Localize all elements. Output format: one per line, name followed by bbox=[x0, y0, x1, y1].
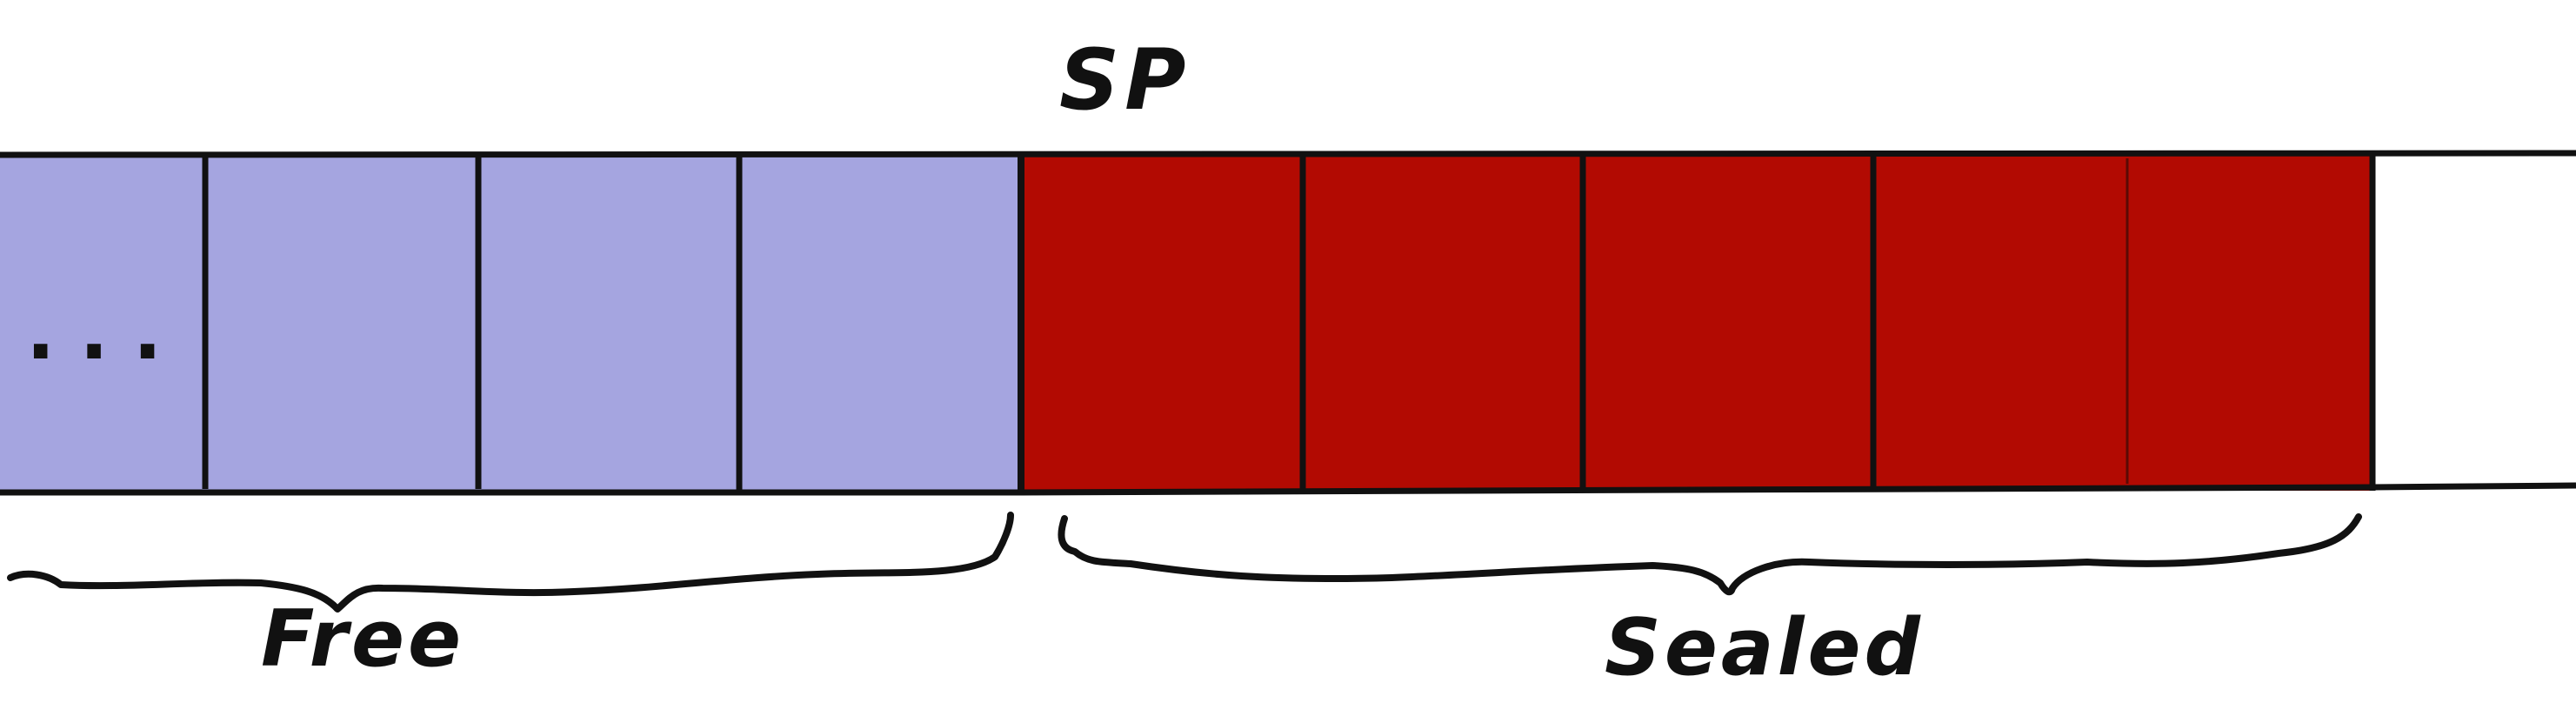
sealed-cell bbox=[1583, 155, 1873, 491]
sealed-region-label: Sealed bbox=[1605, 602, 1924, 693]
free-cell-partial bbox=[0, 155, 205, 491]
sealed-cell bbox=[2127, 155, 2372, 491]
free-cell bbox=[478, 155, 739, 491]
stack-pointer-label: SP bbox=[1059, 31, 1191, 129]
sealed-brace bbox=[1058, 513, 2362, 596]
ellipsis-indicator: ... bbox=[26, 287, 187, 377]
free-region-label: Free bbox=[261, 593, 465, 685]
sealed-cell bbox=[1873, 155, 2127, 491]
sealed-cell bbox=[1303, 155, 1583, 491]
free-cell bbox=[205, 155, 478, 491]
sealed-cell bbox=[1021, 155, 1303, 491]
stack-bottom-line bbox=[0, 482, 2576, 496]
free-brace bbox=[7, 512, 1014, 613]
free-cell bbox=[739, 155, 1021, 491]
stack-top-line bbox=[0, 150, 2576, 158]
